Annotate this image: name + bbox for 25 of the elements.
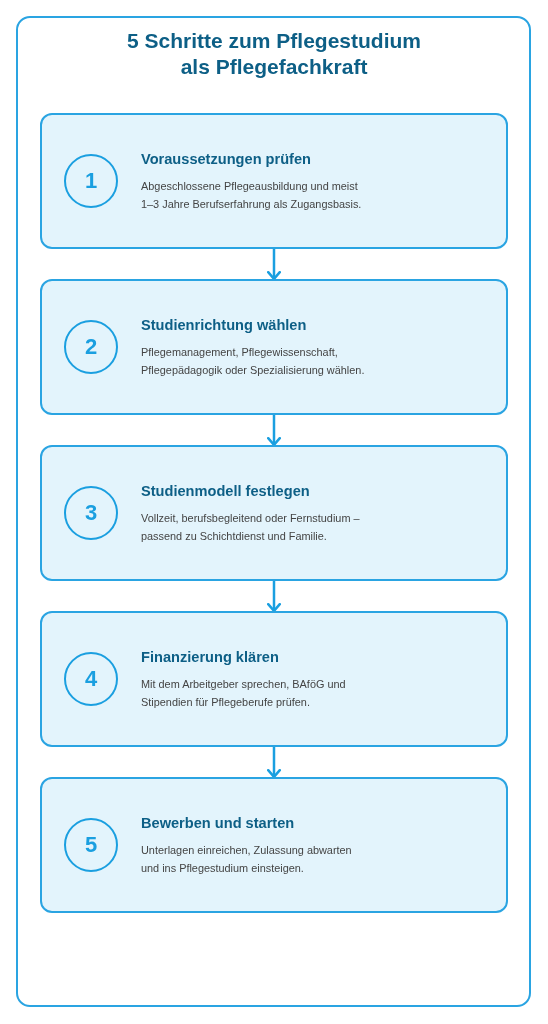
step-heading: Bewerben und starten	[141, 814, 295, 833]
arrow	[266, 415, 282, 447]
step-heading: Voraussetzungen prüfen	[141, 150, 311, 169]
step-card	[40, 611, 508, 747]
step-card	[40, 777, 508, 913]
step-number-circle: 1	[64, 154, 118, 208]
arrow	[266, 747, 282, 779]
step-heading: Studienrichtung wählen	[141, 316, 307, 335]
step-description: Abgeschlossene Pflegeausbildung und meist 1–3 Jahre Berufserfahrung als Zugangsbasis.	[141, 179, 363, 212]
step-description: Vollzeit, berufsbegleitend oder Fernstudium – passend zu Schichtdienst und Familie.	[141, 511, 361, 544]
step-card	[40, 279, 508, 415]
step-heading: Studienmodell festlegen	[141, 482, 310, 501]
step-heading: Finanzierung klären	[141, 648, 279, 667]
step-number-circle: 4	[64, 652, 118, 706]
step-description: Mit dem Arbeitgeber sprechen, BAföG und Stipendien für Pflegeberufe prüfen.	[141, 677, 347, 710]
arrow	[266, 249, 282, 281]
step-description: Pflegemanagement, Pflegewissenschaft, Pflegepädagogik oder Spezialisierung wählen.	[141, 345, 366, 378]
diagram-title: 5 Schritte zum Pflegestudium als Pflegefachkraft	[125, 28, 423, 80]
step-number-circle: 5	[64, 818, 118, 872]
step-number-circle: 3	[64, 486, 118, 540]
step-number-circle: 2	[64, 320, 118, 374]
arrow	[266, 581, 282, 613]
step-card	[40, 113, 508, 249]
step-card	[40, 445, 508, 581]
step-description: Unterlagen einreichen, Zulassung abwarten und ins Pflegestudium einsteigen.	[141, 843, 353, 876]
